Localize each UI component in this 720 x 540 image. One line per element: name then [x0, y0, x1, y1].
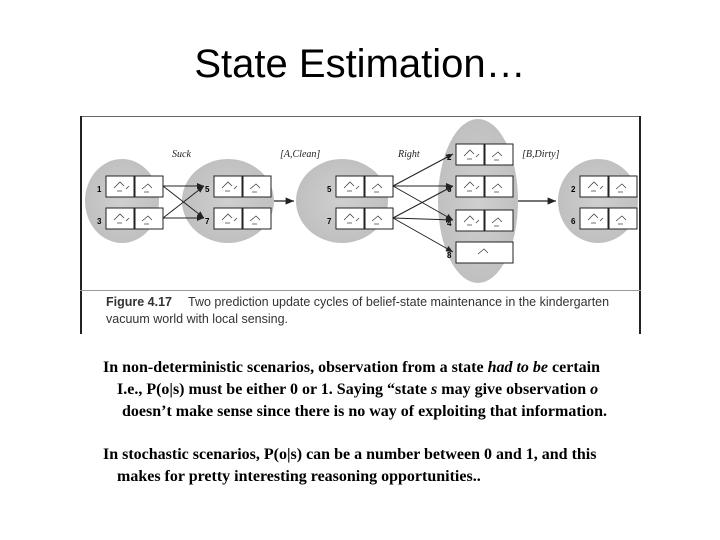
slide-title: State Estimation… — [194, 42, 526, 86]
text-span: may give observation — [437, 381, 591, 398]
figure-caption-label: Figure 4.17 — [106, 295, 172, 309]
state-label: 5 — [205, 185, 210, 194]
figure-caption-text: Two prediction update cycles of belief-s… — [106, 295, 610, 326]
state-label: 7 — [205, 217, 210, 226]
belief-group-3 — [296, 159, 388, 243]
paragraph2-line1: In stochastic scenarios, P(o|s) can be a… — [103, 446, 597, 463]
text-span: I.e., P(o|s) must be either 0 or 1. Sayi… — [117, 381, 432, 398]
label-b-dirty: [B,Dirty] — [522, 149, 560, 160]
figure-frame-top — [80, 116, 641, 117]
belief-group-5 — [558, 159, 638, 243]
state-label: 6 — [571, 217, 576, 226]
paragraph-stochastic: In stochastic scenarios, P(o|s) can be a… — [103, 444, 703, 488]
paragraph1-line1: In non-deterministic scenarios, observat… — [103, 357, 703, 379]
state-label: 5 — [327, 185, 332, 194]
state-label: 2 — [447, 153, 452, 162]
text-span: In non-deterministic scenarios, observat… — [103, 359, 488, 376]
label-right: Right — [397, 149, 420, 160]
paragraph1-line2: I.e., P(o|s) must be either 0 or 1. Sayi… — [103, 379, 703, 401]
paragraph1-line3: doesn’t make sense since there is no way… — [122, 403, 608, 420]
figure-frame-left — [80, 116, 82, 334]
paragraph2-line2: makes for pretty interesting reasoning o… — [117, 468, 481, 485]
label-suck: Suck — [172, 149, 191, 160]
belief-state-figure: Suck [A,Clean] Right [B,Dirty] 1 3 5 7 5… — [80, 116, 641, 334]
belief-group-1 — [85, 159, 159, 243]
state-label: 1 — [97, 185, 102, 194]
belief-state-diagram: Suck [A,Clean] Right [B,Dirty] 1 3 5 7 5… — [85, 119, 638, 283]
state-label: 4 — [447, 219, 452, 228]
paragraph-nondeterministic: In non-deterministic scenarios, observat… — [103, 357, 703, 423]
state-label: 3 — [97, 217, 102, 226]
text-span: certain — [548, 359, 600, 376]
state-label: 8 — [447, 251, 452, 260]
figure-frame-right — [639, 116, 641, 334]
state-label: 2 — [571, 185, 576, 194]
emphasis-o: o — [590, 381, 599, 398]
belief-group-2 — [182, 159, 274, 243]
emphasis-s: s — [431, 381, 438, 398]
figure-caption-divider — [80, 290, 641, 291]
label-a-clean: [A,Clean] — [280, 149, 320, 160]
emphasis-had-to-be: had to be — [487, 359, 549, 376]
state-label: 7 — [327, 217, 332, 226]
